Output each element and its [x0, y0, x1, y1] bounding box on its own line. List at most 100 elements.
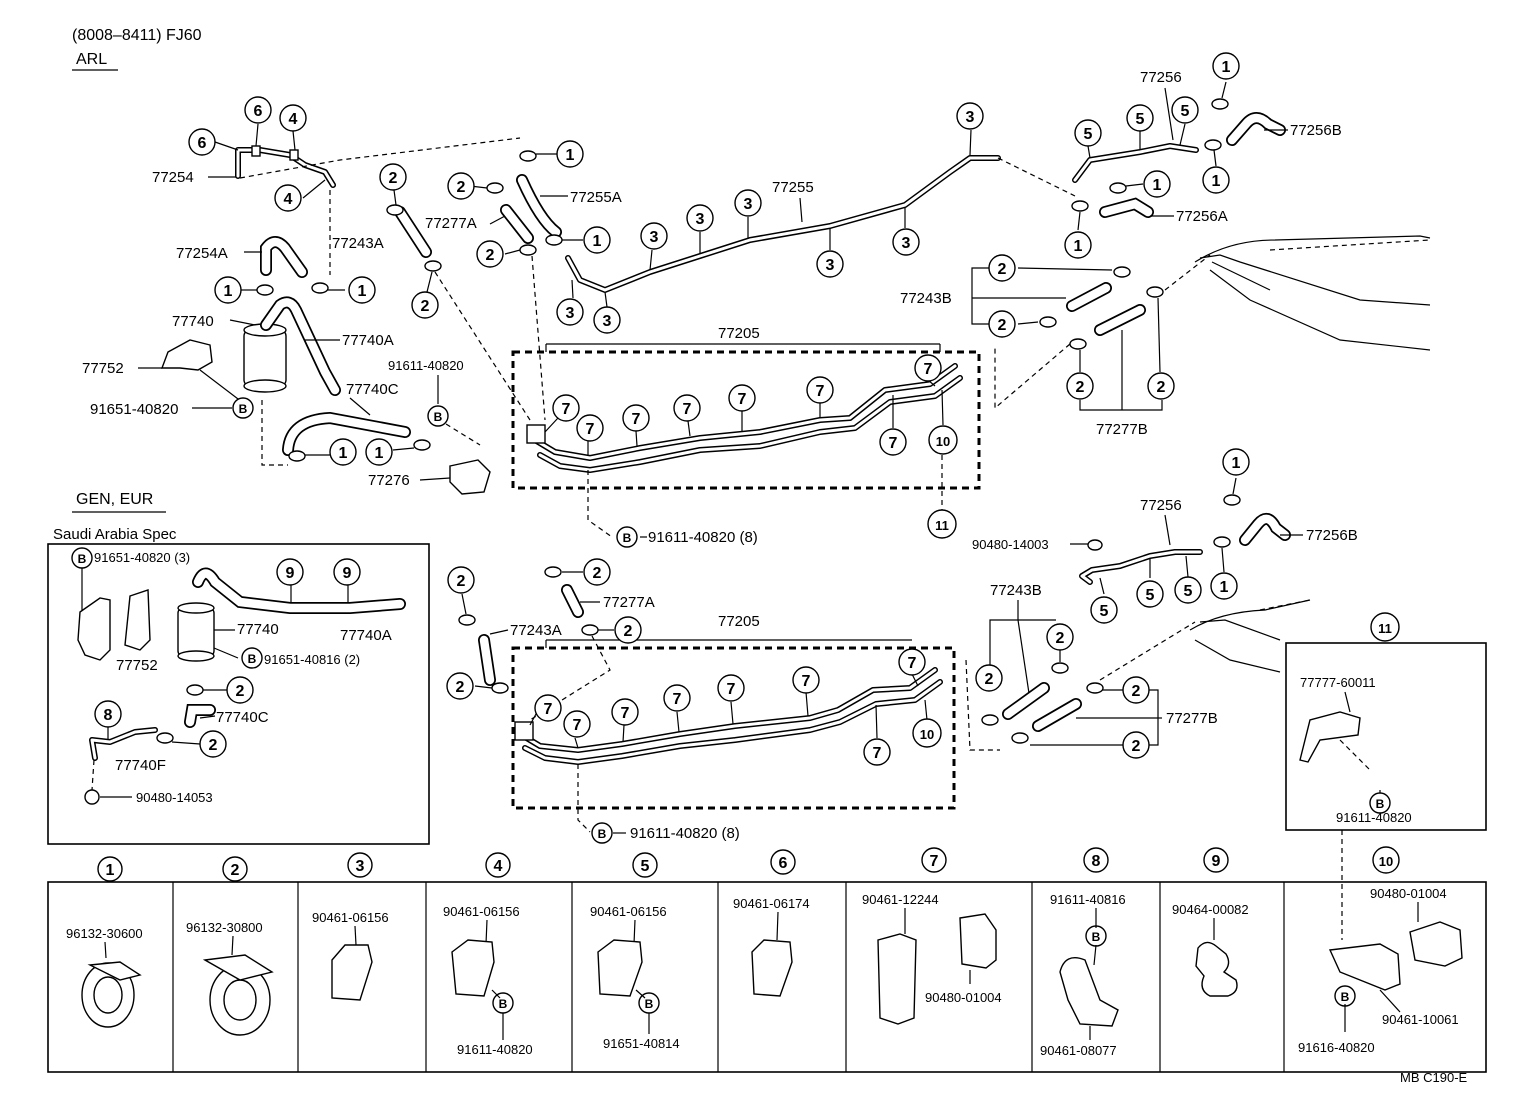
callout-text: 1 [1232, 455, 1241, 472]
label-77255: 77255 [772, 179, 814, 196]
callout-text: 7 [727, 681, 736, 698]
callout-3: 3 [956, 102, 984, 130]
canister-s77740 [177, 607, 215, 657]
callout-2: 2 [446, 672, 474, 700]
callout-text: B [78, 552, 87, 566]
callout-3: 3 [640, 222, 668, 250]
callout-7: 7 [806, 376, 834, 404]
callout-3: 3 [686, 204, 714, 232]
callout-text: 3 [826, 257, 835, 274]
callout-1: 1 [1212, 52, 1240, 80]
label-77277A: 77277A [425, 215, 477, 232]
callout-7: 7 [576, 414, 604, 442]
callout-text: B [623, 531, 632, 545]
callout-text: B [598, 827, 607, 841]
model-range-label: (8008–8411) FJ60 [72, 27, 202, 44]
callout-5: 5 [1126, 104, 1154, 132]
callout-8: 8 [94, 700, 122, 728]
label-77256B-b: 77256B [1306, 527, 1358, 544]
callout-9: 9 [276, 558, 304, 586]
callout-2: 2 [447, 172, 475, 200]
callout-text: 7 [544, 701, 553, 718]
callout-6: 6 [770, 849, 796, 875]
callout-5: 5 [1136, 580, 1164, 608]
callout-text: 10 [920, 727, 934, 742]
pipe-77256-b [1079, 549, 1203, 585]
gen-eur-section: 90480-14003 77256 77256B 77277A 77243A [458, 477, 1487, 940]
bolt-callout-B: B [232, 397, 254, 419]
bracket-saudi [77, 597, 111, 661]
label-90480-14003: 90480-14003 [972, 537, 1049, 552]
callout-5: 5 [1174, 576, 1202, 604]
callout-5: 5 [1171, 96, 1199, 124]
callout-text: 4 [284, 191, 293, 208]
callout-1: 1 [556, 140, 584, 168]
clip-90461-06156-b [451, 939, 495, 997]
callout-4: 4 [485, 852, 511, 878]
label-d91611-40820: 91611-40820 [1336, 810, 1412, 825]
callout-text: 7 [673, 691, 682, 708]
callout-text: 7 [738, 391, 747, 408]
label-91611-40820-8b: 91611-40820 (8) [630, 825, 740, 842]
callout-7: 7 [534, 694, 562, 722]
callout-1: 1 [1064, 231, 1092, 259]
callout-text: B [1376, 797, 1385, 811]
diagram-code: MB C190-E [1400, 1070, 1468, 1085]
callout-2: 2 [614, 616, 642, 644]
bracket-77752 [160, 339, 213, 371]
assembly-77205-box-b [511, 646, 956, 810]
callout-text: 6 [198, 135, 207, 152]
callout-2: 2 [1066, 372, 1094, 400]
callout-5: 5 [1090, 596, 1118, 624]
callout-5: 5 [1074, 119, 1102, 147]
callout-text: B [1341, 990, 1350, 1004]
clip-90464-00082 [1195, 941, 1238, 997]
callout-7: 7 [914, 354, 942, 382]
legend-1-part: 96132-30600 [66, 926, 143, 941]
callout-text: 2 [1132, 738, 1141, 755]
callout-6: 6 [244, 96, 272, 124]
saudi-inset-frame [47, 543, 430, 845]
pipe-77256 [1072, 143, 1199, 183]
callout-text: 1 [1222, 59, 1231, 76]
callout-text: 5 [1146, 587, 1155, 604]
callout-10: 10 [912, 718, 942, 748]
callout-text: 2 [998, 317, 1007, 334]
callout-text: 7 [816, 383, 825, 400]
callout-text: 1 [1220, 579, 1229, 596]
label-s77740A: 77740A [340, 627, 392, 644]
callout-text: 1 [593, 233, 602, 250]
callout-text: 5 [1181, 103, 1190, 120]
callout-3: 3 [734, 189, 762, 217]
label-77255A: 77255A [570, 189, 622, 206]
callout-7: 7 [622, 404, 650, 432]
clamp-7 [526, 424, 546, 444]
vsv-77276 [449, 459, 491, 495]
callout-text: 1 [358, 283, 367, 300]
callout-text: B [1092, 930, 1101, 944]
callout-7: 7 [663, 684, 691, 712]
legend-10-part-c: 91616-40820 [1298, 1040, 1375, 1055]
callout-2: 2 [1147, 372, 1175, 400]
callout-text: 8 [104, 707, 113, 724]
callout-text: 7 [930, 853, 939, 870]
callout-text: 2 [593, 565, 602, 582]
bolt-callout-B: B [616, 526, 638, 548]
callout-text: 2 [236, 683, 245, 700]
callout-2: 2 [1122, 676, 1150, 704]
label-77243A-b: 77243A [510, 622, 562, 639]
callout-text: 5 [1136, 111, 1145, 128]
saudi-spec-label: Saudi Arabia Spec [53, 526, 177, 543]
callout-text: 11 [1378, 621, 1392, 636]
legend-7-part-a: 90461-12244 [862, 892, 939, 907]
clamp-1 [413, 439, 431, 451]
callout-text: 5 [641, 858, 650, 875]
callout-text: 8 [1092, 853, 1101, 870]
bolt-callout-B: B [1085, 925, 1107, 947]
callout-text: B [239, 402, 248, 416]
label-77752: 77752 [82, 360, 124, 377]
callout-9: 9 [333, 558, 361, 586]
callout-4: 4 [279, 104, 307, 132]
callout-1: 1 [583, 226, 611, 254]
legend-frame [47, 881, 1487, 1073]
